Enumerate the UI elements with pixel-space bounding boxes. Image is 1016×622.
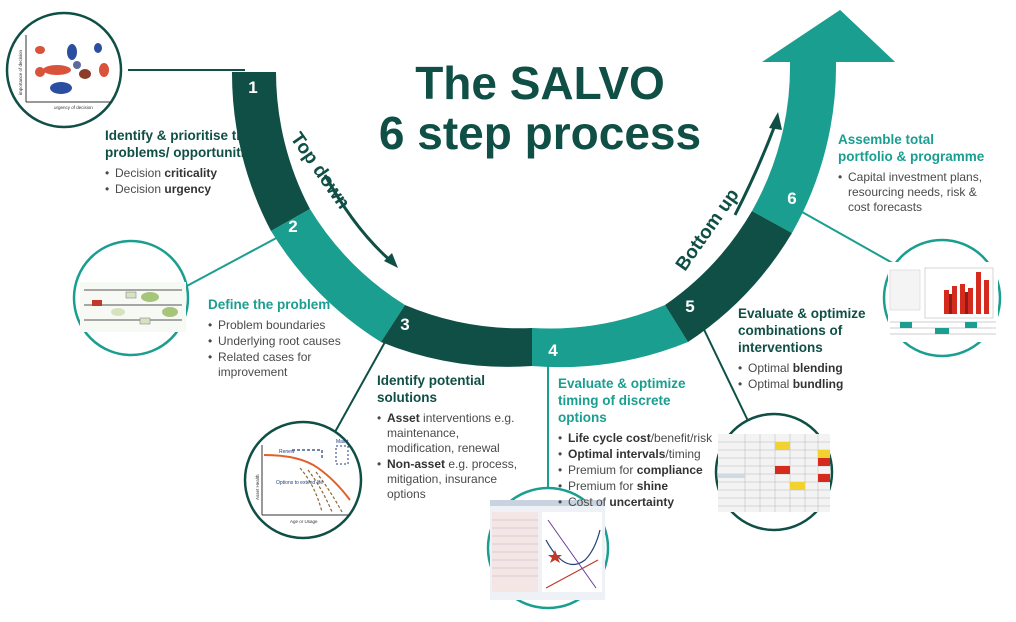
step-2-text: Define the problem Problem boundariesUnd… — [208, 296, 358, 381]
bullet-text: Premium for — [568, 479, 637, 493]
arc-segment-5 — [665, 211, 792, 342]
step-1-text: Identify & prioritise the problems/ oppo… — [105, 127, 285, 198]
bullet-item: Optimal blending — [738, 361, 878, 376]
bullet-bold: shine — [636, 479, 669, 493]
thumbnail-5-spreadsheet — [714, 412, 834, 532]
step-3-title: Identify potential solutions — [377, 373, 485, 405]
top-down-arrow-head — [384, 253, 398, 268]
bullet-item: Premium for shine — [558, 479, 718, 494]
thumb3-options: Options to extend life — [276, 480, 323, 486]
thumb1-x-label: urgency of decision — [54, 105, 93, 110]
bullet-item: Capital investment plans, resourcing nee… — [838, 170, 988, 215]
bullet-item: Underlying root causes — [208, 334, 358, 349]
up-arrow-head — [810, 10, 895, 62]
bullet-text-after: /benefit/risk — [650, 431, 713, 445]
step-4-text: Evaluate & optimize timing of discrete o… — [558, 375, 718, 511]
step-number-3: 3 — [400, 315, 409, 334]
bullet-text: Premium for — [568, 463, 637, 477]
thumb3-y-label: Asset Health — [255, 474, 260, 500]
bullet-text: Problem boundaries — [218, 318, 326, 332]
bullet-bold: uncertainty — [609, 495, 675, 509]
bullet-text-after: interventions e.g. maintenance, modifica… — [387, 411, 515, 455]
step-5-bullets: Optimal blendingOptimal bundling — [738, 361, 878, 392]
bullet-bold: urgency — [164, 182, 212, 196]
bullet-bold: Life cycle cost — [568, 431, 651, 445]
arc-segment-1 — [231, 72, 310, 231]
bullet-bold: compliance — [636, 463, 703, 477]
bullet-bold: Asset — [387, 411, 420, 425]
connector-2 — [169, 227, 296, 296]
thumbnail-4-software-screen — [486, 486, 610, 610]
title-line-1: The SALVO — [415, 57, 665, 109]
bullet-text-after: e.g. process, mitigation, insurance opti… — [387, 457, 518, 501]
step-number-2: 2 — [288, 217, 297, 236]
bullet-text: Optimal — [748, 377, 793, 391]
thumbnail-3-health-curve: Renew Maint Options to extend life Asset… — [243, 420, 363, 540]
step-1-title: Identify & prioritise the problems/ oppo… — [105, 128, 260, 160]
bullet-item: Cost of uncertainty — [558, 495, 718, 510]
thumbnail-2-flow-diagram — [72, 239, 190, 357]
step-number-5: 5 — [685, 297, 694, 316]
step-2-title: Define the problem — [208, 297, 331, 312]
bullet-text: Capital investment plans, resourcing nee… — [848, 170, 983, 214]
step-2-bullets: Problem boundariesUnderlying root causes… — [208, 318, 358, 380]
bullet-item: Optimal bundling — [738, 377, 878, 392]
step-number-4: 4 — [548, 341, 558, 360]
connector-5 — [696, 314, 751, 426]
bullet-bold: bundling — [792, 377, 844, 391]
page-title: The SALVO 6 step process — [360, 58, 720, 158]
bullet-item: Optimal intervals/timing — [558, 447, 718, 462]
bullet-bold: Non-asset — [387, 457, 446, 471]
top-down-arrow — [323, 174, 393, 264]
bullet-text: Optimal — [748, 361, 793, 375]
thumb1-y-label: importance of decision — [18, 49, 23, 95]
step-number-6: 6 — [787, 189, 796, 208]
bullet-text: Decision — [115, 182, 165, 196]
bullet-text-after: /timing — [665, 447, 701, 461]
step-3-bullets: Asset interventions e.g. maintenance, mo… — [377, 411, 522, 502]
bullet-text: Related cases for improvement — [218, 350, 312, 379]
step-6-title: Assemble total portfolio & programme — [838, 132, 985, 164]
step-5-text: Evaluate & optimize combinations of inte… — [738, 305, 878, 393]
connector-6 — [794, 207, 906, 271]
thumbnail-6-portfolio-chart — [882, 238, 1002, 358]
step-5-title: Evaluate & optimize combinations of inte… — [738, 306, 866, 355]
bottom-up-arrow-head — [769, 112, 782, 130]
bullet-item: Premium for compliance — [558, 463, 718, 478]
step-6-text: Assemble total portfolio & programme Cap… — [838, 131, 988, 216]
thumb3-renew: Renew — [279, 449, 295, 455]
step-1-bullets: Decision criticalityDecision urgency — [105, 166, 285, 197]
bullet-item: Problem boundaries — [208, 318, 358, 333]
bullet-text: Cost of — [568, 495, 610, 509]
arc-segment-3 — [381, 305, 532, 367]
thumb3-maint: Maint — [336, 439, 349, 445]
bottom-up-arrow — [733, 124, 777, 216]
bullet-bold: blending — [792, 361, 843, 375]
step-4-bullets: Life cycle cost/benefit/riskOptimal inte… — [558, 431, 718, 510]
bullet-item: Life cycle cost/benefit/risk — [558, 431, 718, 446]
bullet-text: Decision — [115, 166, 165, 180]
arc-segment-6 — [752, 10, 895, 233]
bullet-item: Decision urgency — [105, 182, 285, 197]
bullet-text: Underlying root causes — [218, 334, 341, 348]
step-number-1: 1 — [248, 78, 257, 97]
bullet-bold: criticality — [164, 166, 218, 180]
bullet-item: Asset interventions e.g. maintenance, mo… — [377, 411, 522, 456]
title-line-2: 6 step process — [378, 107, 702, 159]
bullet-bold: Optimal intervals — [568, 447, 666, 461]
bullet-item: Non-asset e.g. process, mitigation, insu… — [377, 457, 522, 502]
arc-segment-2 — [271, 209, 405, 342]
bullet-item: Decision criticality — [105, 166, 285, 181]
step-3-text: Identify potential solutions Asset inter… — [377, 372, 522, 503]
thumb3-x-label: Age or Usage — [290, 519, 318, 524]
thumbnail-1-scatter: importance of decision urgency of decisi… — [5, 11, 123, 129]
step-4-title: Evaluate & optimize timing of discrete o… — [558, 376, 686, 425]
bullet-item: Related cases for improvement — [208, 350, 358, 380]
arc-segment-4 — [532, 305, 688, 368]
step-6-bullets: Capital investment plans, resourcing nee… — [838, 170, 988, 215]
